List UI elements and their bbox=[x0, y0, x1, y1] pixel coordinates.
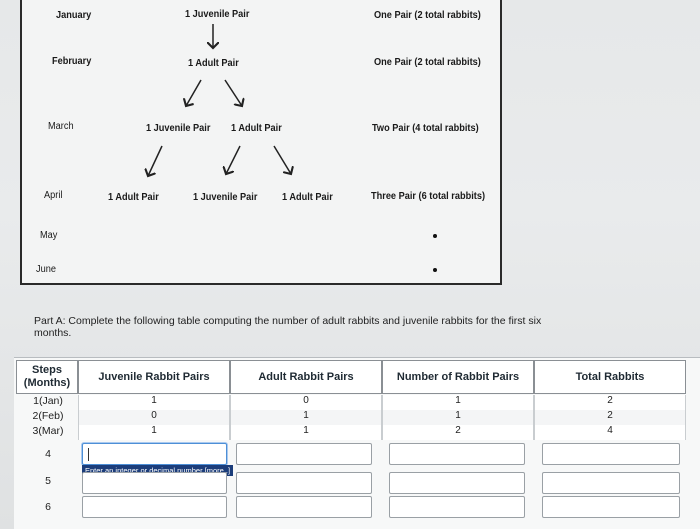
placeholder-dot-may bbox=[433, 234, 437, 238]
question-text: Part A: Complete the following table com… bbox=[34, 315, 542, 339]
input-adult-month-6[interactable] bbox=[236, 496, 372, 518]
row-label: 4 bbox=[45, 448, 51, 460]
header-total: Total Rabbits bbox=[534, 360, 686, 394]
row-label: 5 bbox=[45, 475, 51, 487]
total-january: One Pair (2 total rabbits) bbox=[374, 10, 481, 21]
arrow-feb-mar-left bbox=[186, 79, 202, 106]
total-february: One Pair (2 total rabbits) bbox=[374, 57, 481, 68]
input-total-month-5[interactable] bbox=[542, 472, 680, 494]
month-label-february: February bbox=[52, 56, 92, 67]
month-label-may: May bbox=[40, 230, 58, 241]
arrow-feb-mar-right bbox=[224, 79, 242, 106]
cell-adult: 0 bbox=[230, 395, 382, 410]
row-label: 2(Feb) bbox=[32, 410, 64, 422]
total-april: Three Pair (6 total rabbits) bbox=[371, 191, 486, 202]
month-label-january: January bbox=[56, 10, 92, 21]
node-apr-adult: 1 Adult Pair bbox=[108, 192, 159, 203]
node-jan-juvenile: 1 Juvenile Pair bbox=[185, 9, 250, 20]
month-label-june: June bbox=[36, 264, 56, 275]
header-juvenile: Juvenile Rabbit Pairs bbox=[78, 360, 230, 394]
month-label-march: March bbox=[48, 121, 74, 132]
input-adult-month-4[interactable] bbox=[236, 443, 372, 465]
input-total-month-6[interactable] bbox=[542, 496, 680, 518]
placeholder-dot-june bbox=[433, 268, 437, 272]
node-apr-adult-2: 1 Adult Pair bbox=[282, 192, 333, 203]
row-label: 1(Jan) bbox=[33, 395, 63, 407]
input-total-month-4[interactable] bbox=[542, 443, 680, 465]
input-adult-month-5[interactable] bbox=[236, 472, 372, 494]
cell-total: 4 bbox=[534, 425, 686, 440]
cell-adult: 1 bbox=[230, 410, 382, 425]
input-hint-tooltip: Enter an integer or decimal number [more… bbox=[82, 465, 234, 476]
header-pairs: Number of Rabbit Pairs bbox=[382, 360, 534, 394]
cell-adult: 1 bbox=[230, 425, 382, 440]
arrow-mar-apr-2 bbox=[226, 145, 241, 174]
diagram-arrows bbox=[22, 24, 504, 285]
rabbit-diagram: January February March April May June 1 … bbox=[20, 0, 502, 285]
month-label-april: April bbox=[44, 190, 63, 201]
input-juvenile-month-4[interactable] bbox=[82, 443, 227, 465]
total-march: Two Pair (4 total rabbits) bbox=[372, 123, 479, 134]
cell-pairs: 2 bbox=[382, 425, 534, 440]
input-juvenile-month-5[interactable] bbox=[82, 472, 227, 494]
node-mar-juvenile: 1 Juvenile Pair bbox=[146, 123, 211, 134]
text-caret bbox=[88, 448, 89, 461]
input-pairs-month-4[interactable] bbox=[389, 443, 525, 465]
cell-juvenile: 0 bbox=[78, 410, 230, 425]
arrow-mar-apr-1 bbox=[148, 145, 163, 176]
input-juvenile-month-6[interactable] bbox=[82, 496, 227, 518]
cell-pairs: 1 bbox=[382, 410, 534, 425]
arrow-mar-apr-3 bbox=[273, 145, 291, 174]
input-pairs-month-6[interactable] bbox=[389, 496, 525, 518]
cell-total: 2 bbox=[534, 410, 686, 425]
cell-juvenile: 1 bbox=[78, 395, 230, 410]
header-adult: Adult Rabbit Pairs bbox=[230, 360, 382, 394]
cell-pairs: 1 bbox=[382, 395, 534, 410]
node-feb-adult: 1 Adult Pair bbox=[188, 58, 239, 69]
input-pairs-month-5[interactable] bbox=[389, 472, 525, 494]
cell-total: 2 bbox=[534, 395, 686, 410]
node-apr-juvenile: 1 Juvenile Pair bbox=[193, 192, 258, 203]
header-steps: Steps (Months) bbox=[16, 360, 78, 394]
node-mar-adult: 1 Adult Pair bbox=[231, 123, 282, 134]
cell-juvenile: 1 bbox=[78, 425, 230, 440]
row-label: 6 bbox=[45, 501, 51, 513]
row-label: 3(Mar) bbox=[32, 425, 64, 437]
